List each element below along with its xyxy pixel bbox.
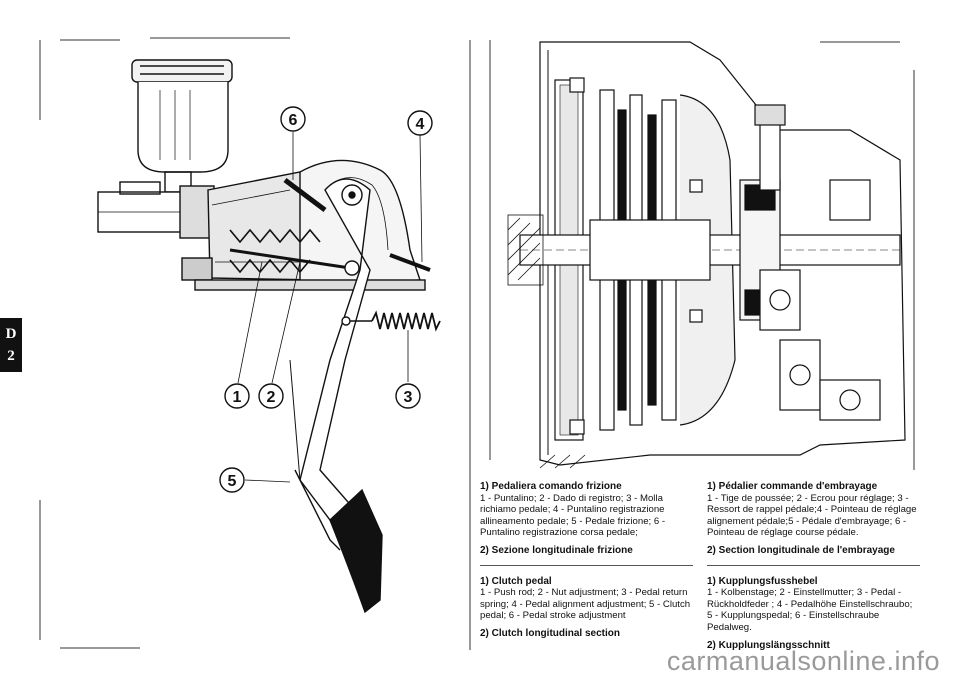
return-spring: [341, 310, 441, 332]
caption-french-body: 1 - Tige de poussée; 2 - Ecrou pour régl…: [707, 492, 917, 539]
caption-italian-section: 2) Sezione longitudinale frizione: [480, 544, 633, 556]
section-tab-letter: D: [5, 326, 17, 342]
boot-spring-lower: [229, 258, 311, 274]
pedal-arm: [289, 178, 371, 551]
caption-german-title: 1) Kupplungsfusshebel: [707, 575, 818, 587]
callout-numbers: 6 4 1 2 3 5: [228, 112, 425, 490]
fluid-reservoir: [131, 59, 233, 193]
clutch-section-drawing: [507, 41, 906, 469]
caption-english-section: 2) Clutch longitudinal section: [480, 627, 620, 639]
caption-german-section: 2) Kupplungslängsschnitt: [707, 639, 830, 651]
callout-6: 6: [289, 112, 298, 129]
callout-5: 5: [228, 473, 237, 490]
callout-2: 2: [267, 389, 276, 406]
section-tab-number: 2: [7, 348, 15, 364]
clutch-pedal-drawing: [97, 59, 441, 614]
caption-column-left: 1) Pedaliera comando frizione 1 - Puntal…: [480, 481, 693, 640]
caption-column-right: 1) Pédalier commande d'embrayage 1 - Tig…: [707, 481, 920, 651]
callout-3: 3: [404, 389, 413, 406]
callout-circles: [219, 106, 433, 493]
callout-4: 4: [416, 116, 425, 133]
boot-spring: [229, 228, 321, 244]
caption-french-title: 1) Pédalier commande d'embrayage: [707, 481, 878, 492]
stroke-screw: [283, 178, 327, 212]
watermark-text: carmanualsonline.info: [666, 646, 940, 676]
caption-italian-body: 1 - Puntalino; 2 - Dado di registro; 3 -…: [480, 492, 666, 539]
callout-1: 1: [233, 389, 242, 406]
caption-divider-left: [480, 564, 693, 566]
caption-german-body: 1 - Kolbenstage; 2 - Einstellmutter; 3 -…: [707, 587, 913, 633]
caption-french-section: 2) Section longitudinale de l'embrayage: [707, 544, 895, 556]
caption-italian-title: 1) Pedaliera comando frizione: [480, 481, 622, 492]
watermark: carmanualsonline.info: [0, 646, 960, 682]
section-tab: D 2: [0, 318, 22, 372]
caption-divider-right: [707, 564, 920, 566]
pedal-pad: [329, 488, 383, 614]
caption-english-title: 1) Clutch pedal: [480, 575, 552, 587]
caption-english-body: 1 - Push rod; 2 - Nut adjustment; 3 - Pe…: [480, 587, 691, 622]
frame-lines: [39, 37, 915, 650]
push-rod: [229, 248, 351, 270]
alignment-screw: [389, 253, 431, 272]
master-cylinder: [97, 171, 321, 281]
